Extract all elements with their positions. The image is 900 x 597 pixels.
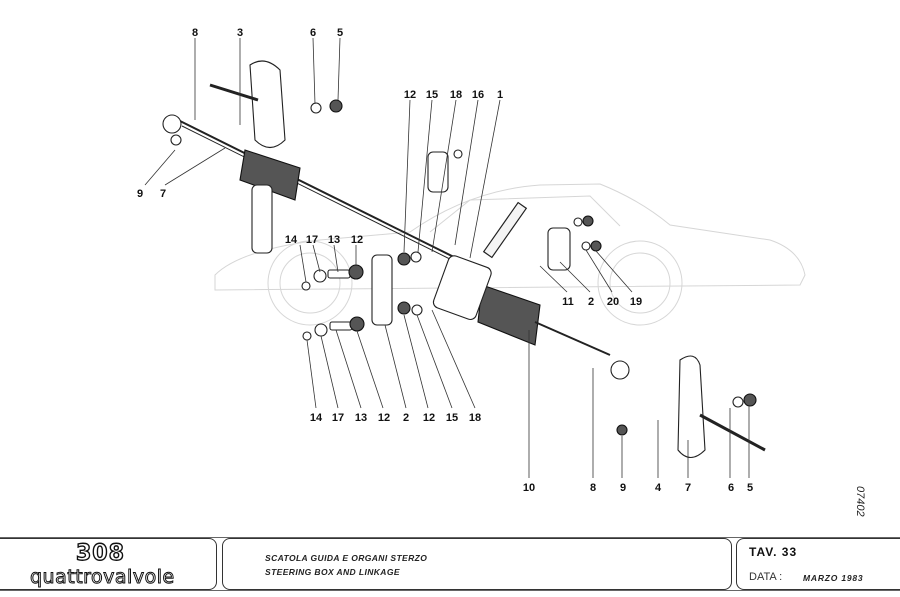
callout-labels: 8 3 6 5 12 15 18 16 1 9 7 14 17 13 12 11…	[137, 27, 753, 494]
leader-lines	[144, 37, 750, 478]
callout-10: 10	[523, 482, 535, 494]
steering-knuckle-right	[677, 355, 766, 459]
tie-rod-end-left	[162, 114, 182, 134]
title-block-top-rule	[0, 537, 900, 538]
model-logo-box: 308 quattrovalvole	[0, 538, 217, 590]
callout-5: 5	[337, 27, 343, 39]
callout-14: 14	[285, 234, 298, 246]
rack-boot-left	[239, 149, 301, 201]
callout-4: 4	[655, 482, 662, 494]
callout-7: 7	[160, 188, 166, 200]
callout-20: 20	[607, 296, 619, 308]
steering-box-housing	[432, 255, 492, 321]
callout-5: 5	[747, 482, 753, 494]
callout-11: 11	[562, 296, 574, 308]
steering-column-shaft	[482, 201, 528, 259]
title-block-bottom-rule	[0, 590, 900, 591]
callout-8: 8	[192, 27, 198, 39]
steering-knuckle-left	[209, 60, 286, 149]
callout-12: 12	[378, 412, 390, 424]
callout-12: 12	[404, 89, 416, 101]
title-english: STEERING BOX AND LINKAGE	[265, 567, 400, 577]
date-value: MARZO 1983	[803, 573, 864, 583]
callout-18: 18	[450, 89, 462, 101]
title-italian: SCATOLA GUIDA E ORGANI STERZO	[265, 553, 428, 563]
exploded-parts-diagram: 8 3 6 5 12 15 18 16 1 9 7 14 17 13 12 11…	[137, 27, 806, 494]
callout-17: 17	[332, 412, 344, 424]
callout-12: 12	[423, 412, 435, 424]
model-number: 308	[75, 540, 125, 566]
title-block: 308 quattrovalvole SCATOLA GUIDA E ORGAN…	[0, 530, 900, 597]
model-name: quattrovalvole	[30, 566, 175, 589]
date-label: DATA :	[749, 571, 783, 583]
table-info-box: TAV. 33 DATA : MARZO 1983	[736, 538, 900, 590]
callout-12: 12	[351, 234, 363, 246]
table-number: TAV. 33	[749, 545, 798, 559]
mounting-bracket-left	[251, 184, 273, 254]
callout-18: 18	[469, 412, 481, 424]
callout-8: 8	[590, 482, 596, 494]
callout-2: 2	[588, 296, 594, 308]
callout-19: 19	[630, 296, 642, 308]
callout-7: 7	[685, 482, 691, 494]
small-hardware	[170, 99, 757, 436]
callout-6: 6	[310, 27, 316, 39]
callout-14: 14	[310, 412, 323, 424]
rack-boot-right	[477, 284, 541, 346]
callout-2: 2	[403, 412, 409, 424]
callout-15: 15	[426, 89, 438, 101]
callout-9: 9	[620, 482, 626, 494]
callout-15: 15	[446, 412, 458, 424]
callout-13: 13	[328, 234, 340, 246]
clamp-right	[547, 227, 571, 271]
callout-13: 13	[355, 412, 367, 424]
drawing-code: 07402	[854, 486, 866, 517]
mounting-bracket-mid	[371, 254, 393, 326]
steering-rack-assembly	[162, 114, 630, 380]
callout-17: 17	[306, 234, 318, 246]
callout-16: 16	[472, 89, 484, 101]
callout-9: 9	[137, 188, 143, 200]
tie-rod-end-right	[610, 360, 630, 380]
callout-3: 3	[237, 27, 243, 39]
car-silhouette-background	[214, 183, 806, 326]
drawing-title-box: SCATOLA GUIDA E ORGANI STERZO STEERING B…	[222, 538, 732, 590]
callout-1: 1	[497, 89, 503, 101]
callout-6: 6	[728, 482, 734, 494]
